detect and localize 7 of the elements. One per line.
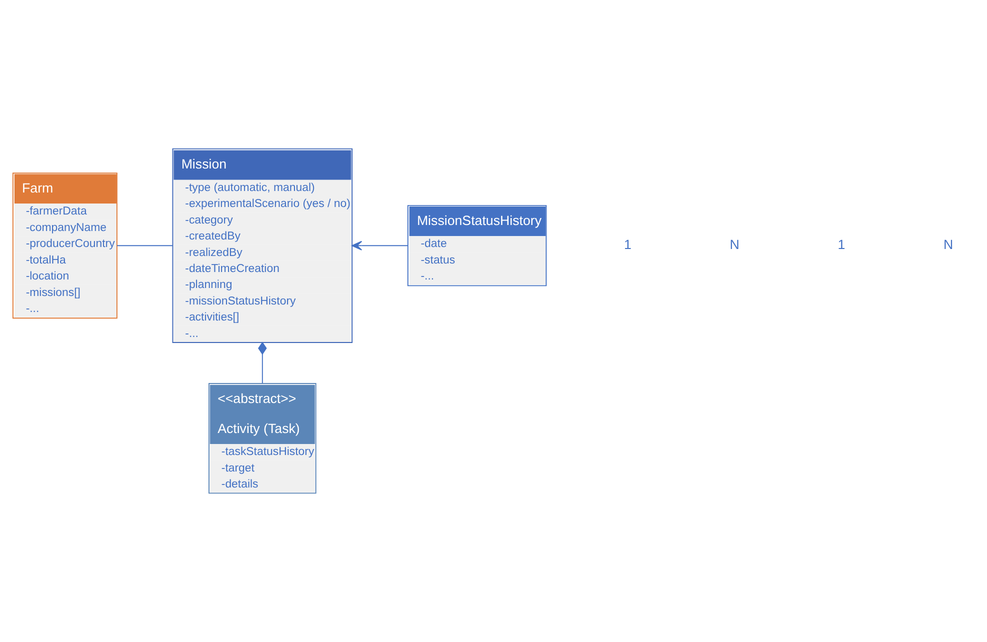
label: 1: [624, 237, 632, 252]
label: N: [730, 237, 740, 252]
connector: [116, 245, 174, 246]
label: 1: [838, 237, 846, 252]
label: N: [943, 237, 954, 252]
connector: [258, 342, 267, 384]
arrow: [352, 240, 408, 250]
